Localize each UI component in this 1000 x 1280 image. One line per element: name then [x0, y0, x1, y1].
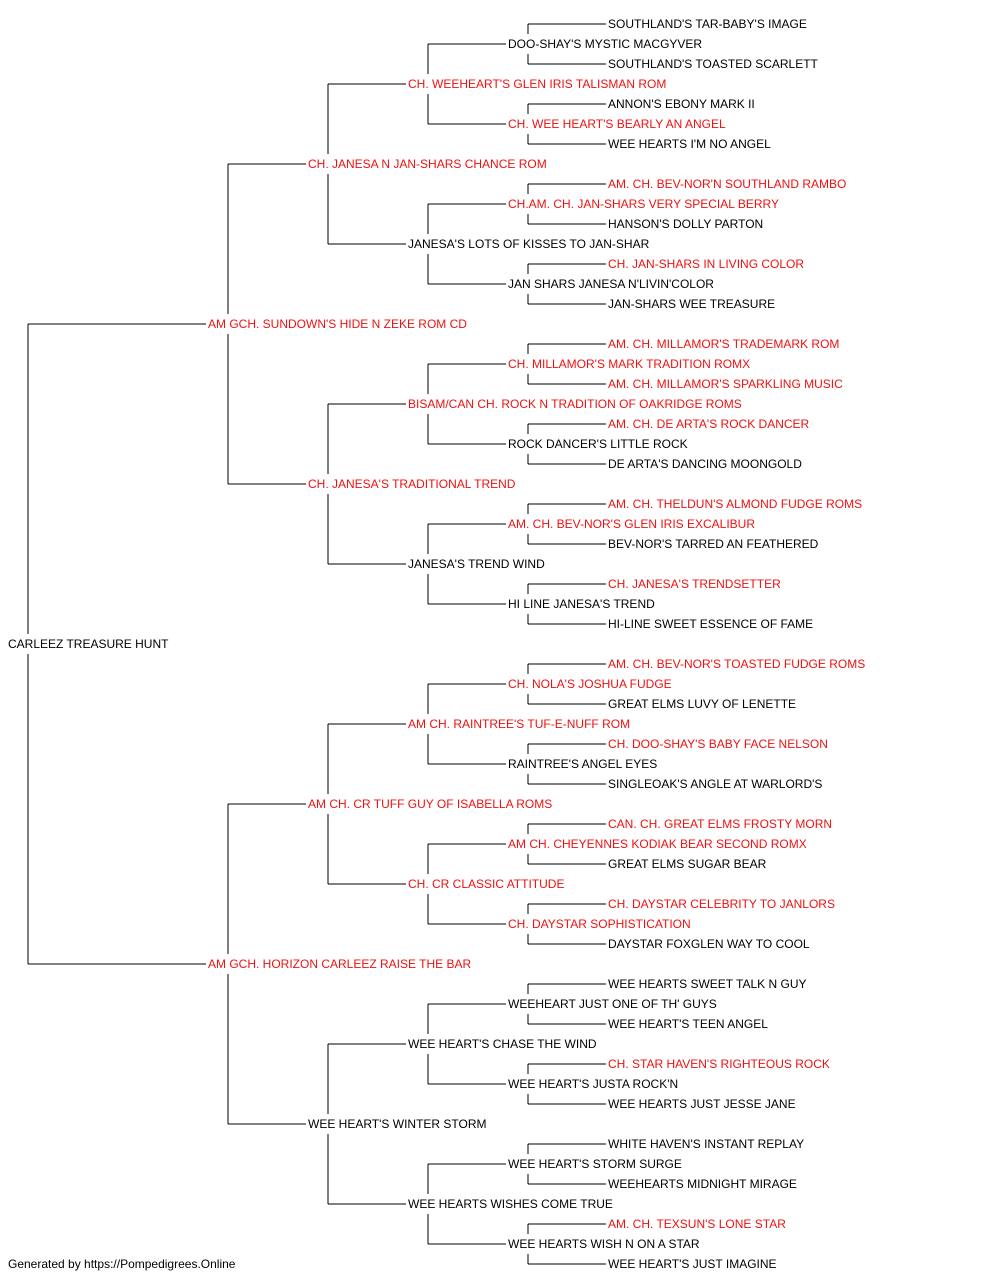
parent-name: AM GCH. HORIZON CARLEEZ RAISE THE BAR: [208, 957, 472, 971]
grandparent-name: CH. JANESA'S TRADITIONAL TREND: [308, 477, 516, 491]
ggg-grandparent-name: WEE HEARTS I'M NO ANGEL: [608, 137, 771, 151]
great-grandparent-name: JANESA'S TREND WIND: [408, 557, 545, 571]
ggg-grandparent-name: AM. CH. THELDUN'S ALMOND FUDGE ROMS: [608, 497, 863, 511]
gg-grandparent-name: CH.AM. CH. JAN-SHARS VERY SPECIAL BERRY: [508, 197, 779, 211]
grandparent-name: CH. JANESA N JAN-SHARS CHANCE ROM: [308, 157, 547, 171]
gg-grandparent-name: DOO-SHAY'S MYSTIC MACGYVER: [508, 37, 703, 51]
gg-grandparent-name: AM CH. CHEYENNES KODIAK BEAR SECOND ROMX: [508, 837, 807, 851]
gg-grandparent-name: CH. NOLA'S JOSHUA FUDGE: [508, 677, 672, 691]
great-grandparent-name: WEE HEART'S CHASE THE WIND: [408, 1037, 597, 1051]
gg-grandparent-name: WEE HEART'S JUSTA ROCK'N: [508, 1077, 679, 1091]
footer-credit: Generated by https://Pompedigrees.Online: [8, 1257, 236, 1271]
ggg-grandparent-name: WHITE HAVEN'S INSTANT REPLAY: [608, 1137, 805, 1151]
ggg-grandparent-name: AM. CH. MILLAMOR'S SPARKLING MUSIC: [608, 377, 843, 391]
gg-grandparent-name: HI LINE JANESA'S TREND: [508, 597, 655, 611]
gg-grandparent-name: WEEHEART JUST ONE OF TH' GUYS: [508, 997, 717, 1011]
ggg-grandparent-name: DAYSTAR FOXGLEN WAY TO COOL: [608, 937, 810, 951]
parent-name: AM GCH. SUNDOWN'S HIDE N ZEKE ROM CD: [208, 317, 467, 331]
ggg-grandparent-name: AM. CH. MILLAMOR'S TRADEMARK ROM: [608, 337, 840, 351]
gg-grandparent-name: WEE HEART'S STORM SURGE: [508, 1157, 682, 1171]
gg-grandparent-name: RAINTREE'S ANGEL EYES: [508, 757, 658, 771]
gg-grandparent-name: JAN SHARS JANESA N'LIVIN'COLOR: [508, 277, 714, 291]
ggg-grandparent-name: GREAT ELMS LUVY OF LENETTE: [608, 697, 797, 711]
ggg-grandparent-name: CH. DAYSTAR CELEBRITY TO JANLORS: [608, 897, 835, 911]
ggg-grandparent-name: WEE HEARTS SWEET TALK N GUY: [608, 977, 807, 991]
ggg-grandparent-name: WEEHEARTS MIDNIGHT MIRAGE: [608, 1177, 797, 1191]
ggg-grandparent-name: HANSON'S DOLLY PARTON: [608, 217, 764, 231]
great-grandparent-name: BISAM/CAN CH. ROCK N TRADITION OF OAKRID…: [408, 397, 742, 411]
ggg-grandparent-name: SINGLEOAK'S ANGLE AT WARLORD'S: [608, 777, 823, 791]
ggg-grandparent-name: DE ARTA'S DANCING MOONGOLD: [608, 457, 802, 471]
gg-grandparent-name: ROCK DANCER'S LITTLE ROCK: [508, 437, 688, 451]
grandparent-name: WEE HEART'S WINTER STORM: [308, 1117, 487, 1131]
gg-grandparent-name: CH. DAYSTAR SOPHISTICATION: [508, 917, 691, 931]
ggg-grandparent-name: SOUTHLAND'S TOASTED SCARLETT: [608, 57, 818, 71]
great-grandparent-name: JANESA'S LOTS OF KISSES TO JAN-SHAR: [408, 237, 650, 251]
ggg-grandparent-name: CH. JANESA'S TRENDSETTER: [608, 577, 781, 591]
ggg-grandparent-name: AM. CH. BEV-NOR'N SOUTHLAND RAMBO: [608, 177, 847, 191]
great-grandparent-name: AM CH. RAINTREE'S TUF-E-NUFF ROM: [408, 717, 631, 731]
ggg-grandparent-name: CH. STAR HAVEN'S RIGHTEOUS ROCK: [608, 1057, 830, 1071]
ggg-grandparent-name: WEE HEARTS JUST JESSE JANE: [608, 1097, 796, 1111]
ggg-grandparent-name: ANNON'S EBONY MARK II: [608, 97, 755, 111]
ggg-grandparent-name: AM. CH. DE ARTA'S ROCK DANCER: [608, 417, 810, 431]
ggg-grandparent-name: CAN. CH. GREAT ELMS FROSTY MORN: [608, 817, 833, 831]
ggg-grandparent-name: GREAT ELMS SUGAR BEAR: [608, 857, 767, 871]
ggg-grandparent-name: AM. CH. BEV-NOR'S TOASTED FUDGE ROMS: [608, 657, 866, 671]
ggg-grandparent-name: JAN-SHARS WEE TREASURE: [608, 297, 776, 311]
gg-grandparent-name: CH. WEE HEART'S BEARLY AN ANGEL: [508, 117, 726, 131]
ggg-grandparent-name: HI-LINE SWEET ESSENCE OF FAME: [608, 617, 814, 631]
ggg-grandparent-name: CH. DOO-SHAY'S BABY FACE NELSON: [608, 737, 828, 751]
ggg-grandparent-name: WEE HEART'S JUST IMAGINE: [608, 1257, 777, 1271]
gg-grandparent-name: CH. MILLAMOR'S MARK TRADITION ROMX: [508, 357, 751, 371]
ggg-grandparent-name: AM. CH. TEXSUN'S LONE STAR: [608, 1217, 786, 1231]
grandparent-name: AM CH. CR TUFF GUY OF ISABELLA ROMS: [308, 797, 553, 811]
great-grandparent-name: CH. WEEHEART'S GLEN IRIS TALISMAN ROM: [408, 77, 667, 91]
gg-grandparent-name: WEE HEARTS WISH N ON A STAR: [508, 1237, 700, 1251]
ggg-grandparent-name: CH. JAN-SHARS IN LIVING COLOR: [608, 257, 805, 271]
great-grandparent-name: WEE HEARTS WISHES COME TRUE: [408, 1197, 613, 1211]
ggg-grandparent-name: SOUTHLAND'S TAR-BABY'S IMAGE: [608, 17, 807, 31]
subject-name: CARLEEZ TREASURE HUNT: [8, 637, 169, 651]
ggg-grandparent-name: BEV-NOR'S TARRED AN FEATHERED: [608, 537, 819, 551]
great-grandparent-name: CH. CR CLASSIC ATTITUDE: [408, 877, 565, 891]
ggg-grandparent-name: WEE HEART'S TEEN ANGEL: [608, 1017, 768, 1031]
gg-grandparent-name: AM. CH. BEV-NOR'S GLEN IRIS EXCALIBUR: [508, 517, 756, 531]
